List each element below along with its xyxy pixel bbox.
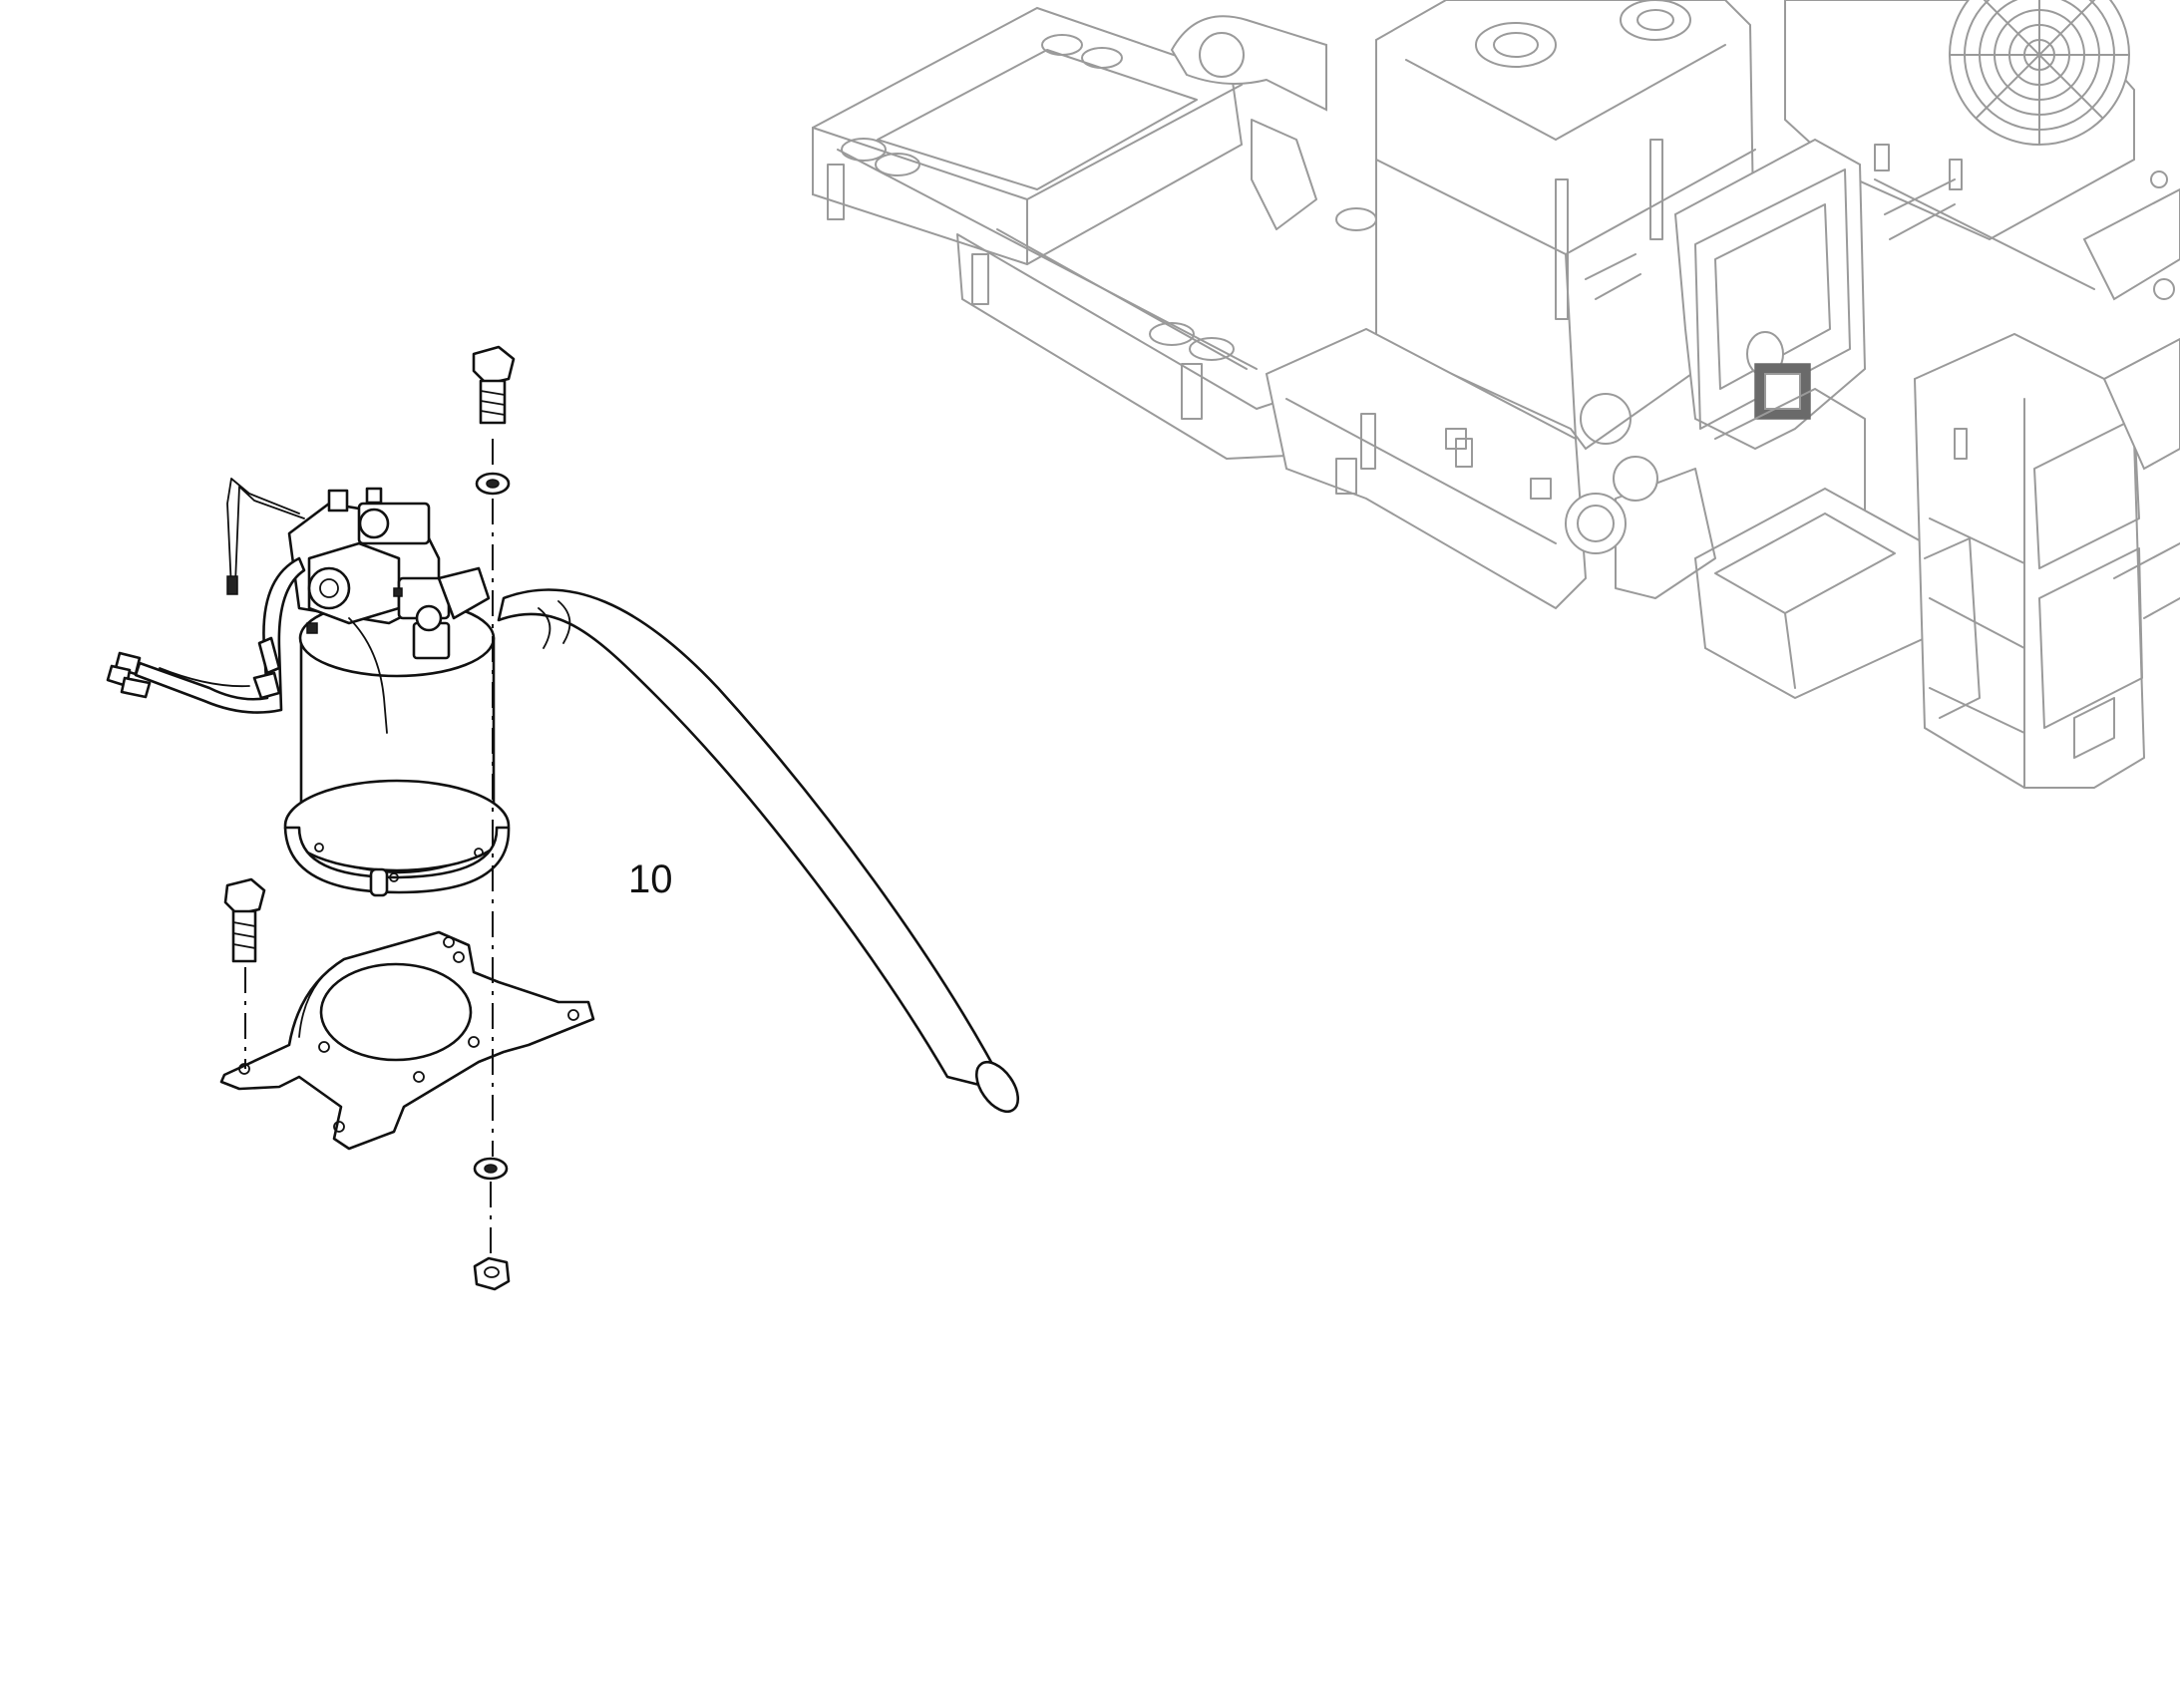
machine-frame-background [812,0,2180,789]
callout-item-10: 10 [628,857,673,901]
bolt-upper [472,345,516,425]
centerline-main [490,439,494,1258]
wire-harness [226,478,300,589]
fuel-lines [106,556,306,714]
bolt-lower [223,877,266,963]
control-unit [287,487,491,660]
heater-assembly [106,345,1020,1291]
bracket-opening [319,962,473,1062]
nut [473,1256,511,1291]
heater-body [283,598,511,897]
